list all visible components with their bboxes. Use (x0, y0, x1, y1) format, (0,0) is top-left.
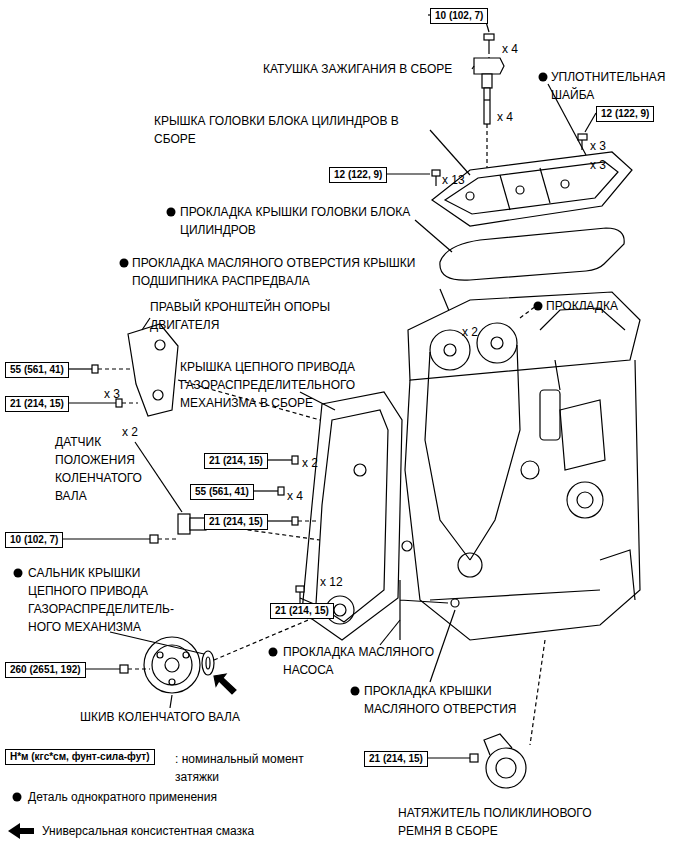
torque-box: 10 (102, 7) (430, 8, 488, 24)
part-label: ШКИВ КОЛЕНЧАТОГО ВАЛА (80, 708, 240, 726)
gasket-outline (440, 228, 624, 280)
crankshaft-pulley (144, 637, 200, 693)
torque-value: 21 (214, 15) (275, 605, 329, 617)
torque-value: 21 (214, 15) (10, 398, 64, 410)
quantity-label: x 4 (497, 108, 513, 126)
torque-box: 55 (561, 41) (5, 362, 69, 378)
torque-box: 12 (122, 9) (329, 167, 387, 183)
torque-box: 21 (214, 15) (270, 603, 334, 619)
part-label: ПРОКЛАДКА МАСЛЯНОГО НАСОСА (283, 643, 471, 679)
crank-sensor (178, 514, 206, 534)
quantity-label: x 3 (590, 137, 606, 155)
part-label: НАТЯЖИТЕЛЬ ПОЛИКЛИНОВОГО РЕМНЯ В СБОРЕ (398, 804, 620, 840)
engine-mount-bracket (128, 324, 178, 416)
part-label: ПРОКЛАДКА КРЫШКИ МАСЛЯНОГО ОТВЕРСТИЯ (364, 682, 552, 718)
quantity-label: x 3 (590, 156, 606, 174)
part-label: КРЫШКА ГОЛОВКИ БЛОКА ЦИЛИНДРОВ В СБОРЕ (154, 112, 439, 148)
part-label: ПРОКЛАДКА МАСЛЯНОГО ОТВЕРСТИЯ КРЫШКИ ПОД… (132, 254, 452, 290)
part-label: КАТУШКА ЗАЖИГАНИЯ В СБОРЕ (263, 60, 452, 78)
legend-text: Универсальная консистентная смазка (42, 822, 254, 840)
engine-block (405, 292, 640, 640)
part-label: ДАТЧИК ПОЛОЖЕНИЯ КОЛЕНЧАТОГО ВАЛА (55, 433, 167, 505)
part-label: ПРАВЫЙ КРОНШТЕЙН ОПОРЫ ДВИГАТЕЛЯ (150, 298, 382, 334)
torque-value: 10 (102, 7) (10, 534, 58, 546)
torque-box: 55 (561, 41) (190, 484, 254, 500)
torque-value: 55 (561, 41) (10, 364, 64, 376)
torque-value: 260 (2651, 192) (10, 664, 81, 676)
torque-box: 10 (102, 7) (5, 532, 63, 548)
quantity-label: x 2 (462, 323, 478, 341)
bolt-symbol (484, 34, 494, 50)
quantity-label: x 4 (287, 487, 303, 505)
torque-value: 21 (214, 15) (209, 516, 263, 528)
torque-box: 21 (214, 15) (5, 396, 69, 412)
legend-text: Деталь однократного применения (28, 788, 217, 806)
torque-box: 21 (214, 15) (364, 751, 428, 767)
cylinder-head-cover (432, 152, 632, 226)
quantity-label: x 2 (122, 423, 138, 441)
torque-value: 10 (102, 7) (435, 10, 483, 22)
torque-box: 21 (214, 15) (204, 514, 268, 530)
quantity-label: x 12 (320, 573, 343, 591)
quantity-label: x 2 (302, 454, 318, 472)
torque-value: 21 (214, 15) (369, 753, 423, 765)
quantity-label: x 4 (502, 40, 518, 58)
legend-box: Н*м (кгс*см, фунт-сила-фут) (5, 749, 155, 765)
legend-text: : номинальный момент затяжки (175, 750, 305, 786)
part-label: ПРОКЛАДКА КРЫШКИ ГОЛОВКИ БЛОКА ЦИЛИНДРОВ (180, 203, 415, 239)
torque-box: 260 (2651, 192) (5, 662, 86, 678)
torque-value: 12 (122, 9) (334, 169, 382, 181)
belt-tensioner (484, 734, 526, 788)
part-label: САЛЬНИК КРЫШКИ ЦЕПНОГО ПРИВОДА ГАЗОРАСПР… (28, 564, 200, 636)
part-label: УПЛОТНИТЕЛЬНАЯ ШАЙБА (551, 68, 683, 104)
torque-box: 21 (214, 15) (204, 453, 268, 469)
part-label: КРЫШКА ЦЕПНОГО ПРИВОДА ГАЗОРАСПРЕДЕЛИТЕЛ… (180, 358, 395, 412)
legend-units: Н*м (кгс*см, фунт-сила-фут) (10, 751, 150, 763)
quantity-label: x 3 (104, 385, 120, 403)
part-label: ПРОКЛАДКА (546, 297, 618, 315)
quantity-label: x 13 (442, 171, 465, 189)
torque-value: 12 (122, 9) (601, 108, 649, 120)
torque-value: 21 (214, 15) (209, 455, 263, 467)
torque-value: 55 (561, 41) (195, 486, 249, 498)
torque-box: 12 (122, 9) (596, 106, 654, 122)
